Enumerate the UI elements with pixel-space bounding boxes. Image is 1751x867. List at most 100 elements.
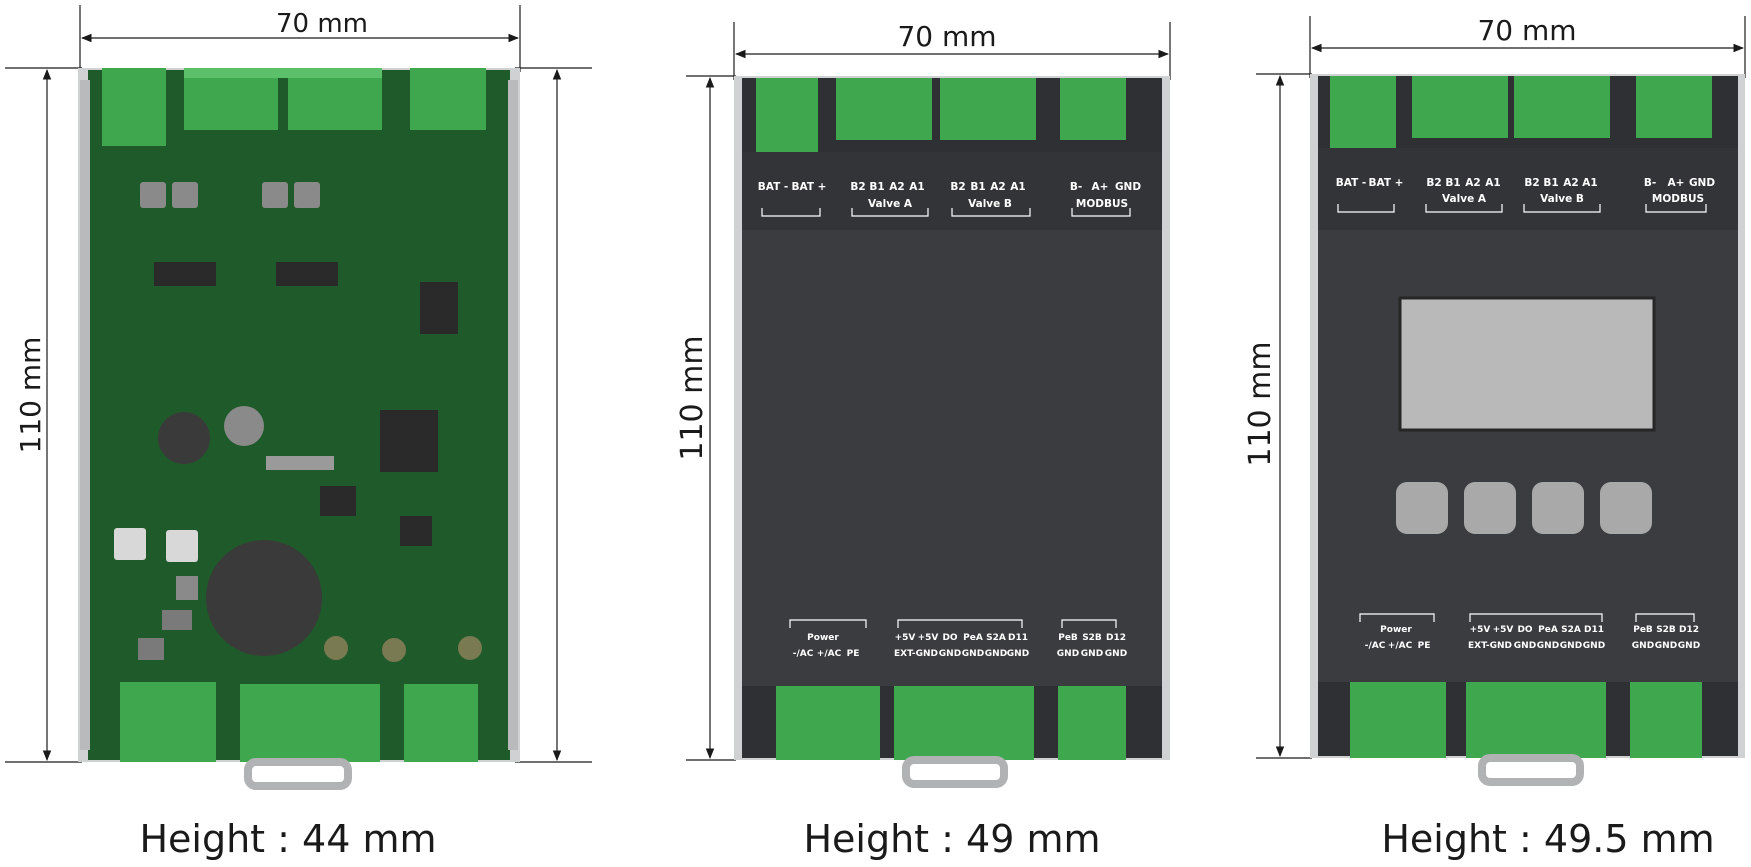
- height-caption: Height : 44 mm: [139, 817, 436, 861]
- terminal-label: +5V: [895, 633, 916, 643]
- terminal-label: B1: [1445, 177, 1460, 189]
- terminal-label: A1: [909, 181, 924, 193]
- terminal-label: D12: [1106, 633, 1126, 643]
- terminal-block: [894, 686, 1034, 760]
- terminal-label: BAT -: [1336, 177, 1367, 189]
- terminal-label: PeA: [963, 633, 983, 643]
- terminal-group-title: Power: [807, 633, 839, 643]
- height-label: 110 mm: [1243, 341, 1278, 466]
- keypad-button[interactable]: [1464, 482, 1516, 534]
- terminal-label: B2: [1426, 177, 1441, 189]
- terminal-label: GND: [1678, 641, 1700, 651]
- width-label: 70 mm: [276, 9, 368, 39]
- terminal-label: B2: [850, 181, 865, 193]
- height-caption: Height : 49.5 mm: [1381, 817, 1714, 861]
- terminal-label: PeB: [1633, 625, 1653, 635]
- device-pcb: 70 mm 110 mm: [5, 5, 592, 861]
- terminal-block: [756, 78, 818, 152]
- terminal-label: GND: [1560, 641, 1582, 651]
- terminal-block: [1630, 682, 1702, 758]
- terminal-label: B1: [1543, 177, 1558, 189]
- terminal-label: -/AC: [793, 649, 814, 659]
- width-dimension: 70 mm: [1309, 14, 1746, 78]
- terminal-label: A+: [1668, 177, 1685, 189]
- terminal-block: [836, 78, 932, 140]
- height-caption: Height : 49 mm: [803, 817, 1100, 861]
- terminal-block: [120, 682, 216, 762]
- terminal-label: +5V: [1493, 625, 1514, 635]
- terminal-block: [1350, 682, 1446, 758]
- terminal-label: GND: [962, 649, 984, 659]
- terminal-label: +/AC: [817, 649, 842, 659]
- terminal-label: PE: [1418, 641, 1431, 651]
- terminal-label: S2A: [986, 633, 1006, 643]
- terminal-label: BAT -: [758, 181, 789, 193]
- terminal-label: S2B: [1656, 625, 1676, 635]
- device-display: 70 mm 110 mm BAT - BAT + B2: [1243, 14, 1746, 861]
- terminal-block: [410, 68, 486, 130]
- terminal-label: D11: [1584, 625, 1604, 635]
- terminal-label: GND: [1115, 181, 1141, 193]
- terminal-label: GND: [1655, 641, 1677, 651]
- terminal-label: S2B: [1082, 633, 1102, 643]
- terminal-label: GND: [1007, 649, 1029, 659]
- top-terminal-labels: BAT - BAT + B2 B1 A2 A1 Valve A B2 B1 A2…: [758, 181, 1141, 217]
- terminal-label: DO: [942, 633, 957, 643]
- terminal-block: [940, 78, 1036, 140]
- terminal-label: +5V: [1470, 625, 1491, 635]
- keypad-button[interactable]: [1396, 482, 1448, 534]
- terminal-group-title: Valve B: [968, 198, 1012, 210]
- terminal-label: DO: [1517, 625, 1532, 635]
- terminal-label: D12: [1679, 625, 1699, 635]
- terminal-label: A2: [1465, 177, 1480, 189]
- lcd-screen: [1398, 296, 1656, 432]
- terminal-group-title: Power: [1380, 625, 1412, 635]
- terminal-block: [1330, 76, 1396, 148]
- terminal-block: [1514, 76, 1610, 138]
- terminal-label: A1: [1582, 177, 1597, 189]
- width-dimension: 70 mm: [733, 20, 1171, 80]
- terminal-label: S2A: [1561, 625, 1581, 635]
- terminal-label: EXT-GND: [1468, 641, 1512, 651]
- keypad-button[interactable]: [1600, 482, 1652, 534]
- terminal-label: PeA: [1538, 625, 1558, 635]
- height-dimension-right: [515, 67, 592, 763]
- terminal-block: [1060, 78, 1126, 140]
- width-dimension: 70 mm: [79, 5, 521, 72]
- terminal-label: A1: [1485, 177, 1500, 189]
- terminal-label: A1: [1010, 181, 1025, 193]
- terminal-block: [102, 68, 166, 146]
- terminal-label: B-: [1070, 181, 1082, 193]
- terminal-label: GND: [985, 649, 1007, 659]
- terminal-label: A2: [889, 181, 904, 193]
- terminal-block: [1058, 686, 1126, 760]
- terminal-label: GND: [1081, 649, 1103, 659]
- terminal-label: B-: [1644, 177, 1656, 189]
- terminal-block: [184, 68, 278, 130]
- device-cover: 70 mm 110 mm BAT - BAT + B2 B1 A2 A1: [675, 20, 1171, 861]
- terminal-group-title: MODBUS: [1652, 193, 1704, 205]
- height-dimension: 110 mm: [675, 75, 736, 761]
- terminal-block: [1636, 76, 1712, 138]
- terminal-label: GND: [1689, 177, 1715, 189]
- terminal-block: [1466, 682, 1606, 758]
- terminal-label: GND: [939, 649, 961, 659]
- keypad-button[interactable]: [1532, 482, 1584, 534]
- terminal-label: GND: [1057, 649, 1079, 659]
- terminal-label: GND: [1632, 641, 1654, 651]
- terminal-label: GND: [1514, 641, 1536, 651]
- terminal-label: BAT +: [1369, 177, 1404, 189]
- terminal-label: +5V: [918, 633, 939, 643]
- terminal-label: A2: [990, 181, 1005, 193]
- terminal-block: [288, 68, 382, 130]
- terminal-label: B2: [1524, 177, 1539, 189]
- terminal-label: A+: [1092, 181, 1109, 193]
- terminal-label: D11: [1008, 633, 1028, 643]
- terminal-group-title: Valve B: [1540, 193, 1584, 205]
- terminal-label: B1: [869, 181, 884, 193]
- buzzer: [206, 540, 322, 656]
- width-label: 70 mm: [897, 20, 996, 53]
- terminal-label: GND: [1537, 641, 1559, 651]
- terminal-label: PeB: [1058, 633, 1078, 643]
